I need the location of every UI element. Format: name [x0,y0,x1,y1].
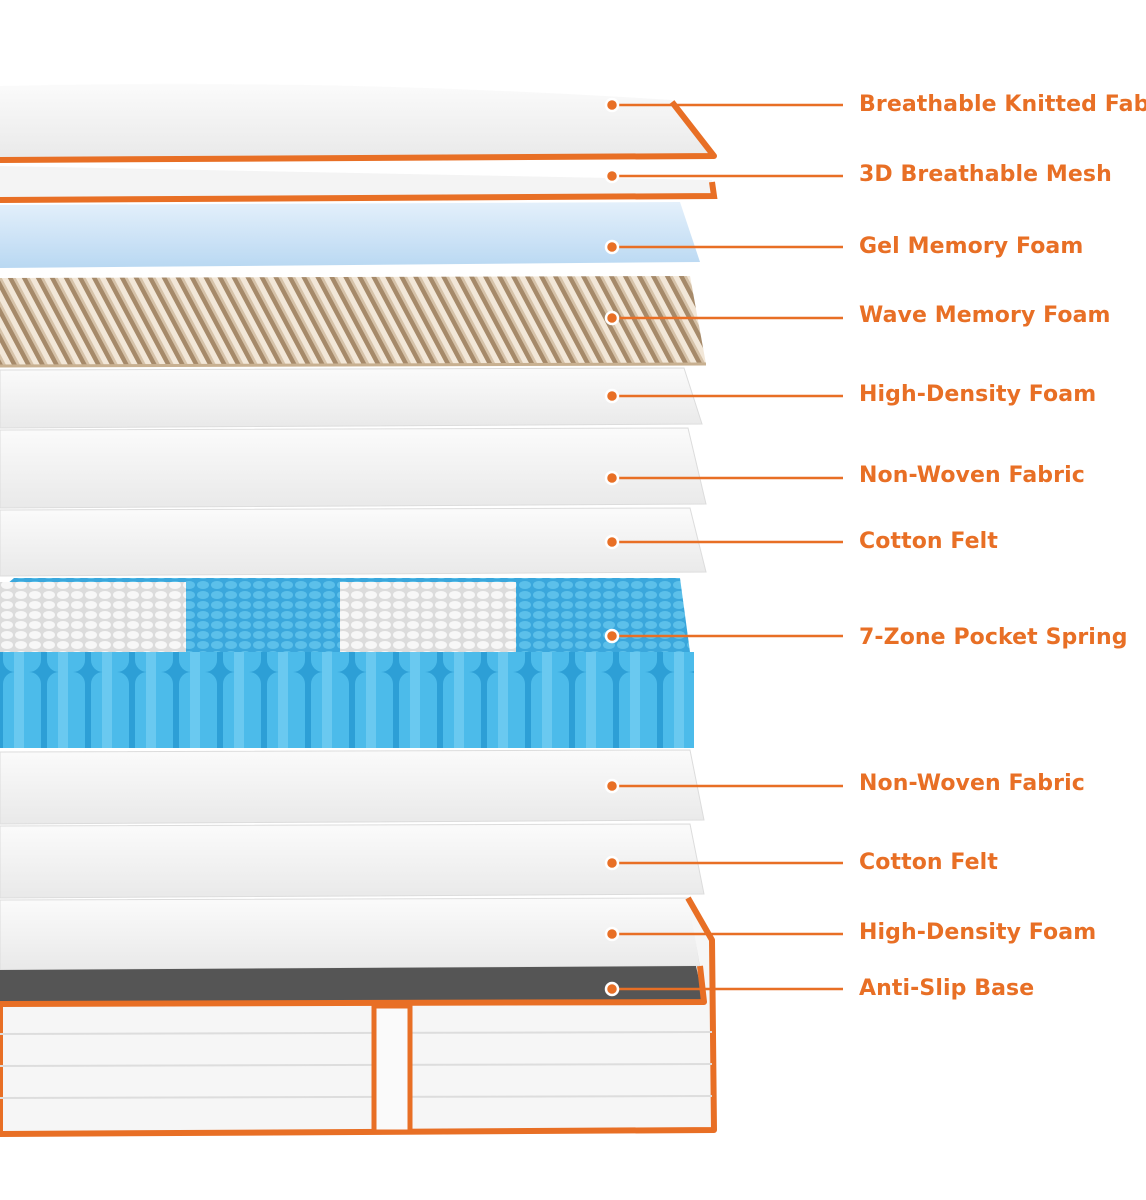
leader-dot [604,168,620,184]
label-3d-breathable-mesh: 3D Breathable Mesh [859,162,1112,187]
leader-dot [604,239,620,255]
leader-dot [604,855,620,871]
leader-dot [604,470,620,486]
foam-layer [0,367,703,429]
felt-layer-lower [0,823,705,899]
gel-foam-layer [0,202,700,268]
wave-foam-layer [0,276,706,366]
fabric-layer [0,427,707,509]
leader-dot [604,981,620,997]
knitted-fabric-cover [0,83,714,160]
leader-dot [604,628,620,644]
pocket-spring-layer [0,652,694,748]
mesh-layer [0,166,714,200]
leader-dot [604,310,620,326]
felt-layer [0,507,707,577]
cover-orange-trim [0,100,717,163]
label-non-woven-fabric: Non-Woven Fabric [859,463,1085,488]
label-anti-slip-base: Anti-Slip Base [859,976,1035,1001]
label-high-density-foam-lower: High-Density Foam [859,920,1097,945]
leader-dot [604,778,620,794]
leader-dot [604,388,620,404]
label-cotton-felt: Cotton Felt [859,529,998,554]
leader-dot [604,534,620,550]
leader-dot [604,926,620,942]
label-non-woven-fabric-lower: Non-Woven Fabric [859,771,1085,796]
leader-dot [604,97,620,113]
label-7-zone-pocket-spring: 7-Zone Pocket Spring [859,625,1128,650]
cover-handle-strap [371,1003,413,1135]
base-layer [0,966,704,1004]
label-wave-memory-foam: Wave Memory Foam [859,303,1111,328]
label-high-density-foam: High-Density Foam [859,382,1097,407]
foam-layer-lower [0,897,701,971]
label-breathable-knitted-fabric: Breathable Knitted Fabric [859,92,1146,117]
fabric-layer-lower [0,749,705,825]
label-cotton-felt-lower: Cotton Felt [859,850,998,875]
label-gel-memory-foam: Gel Memory Foam [859,234,1084,259]
